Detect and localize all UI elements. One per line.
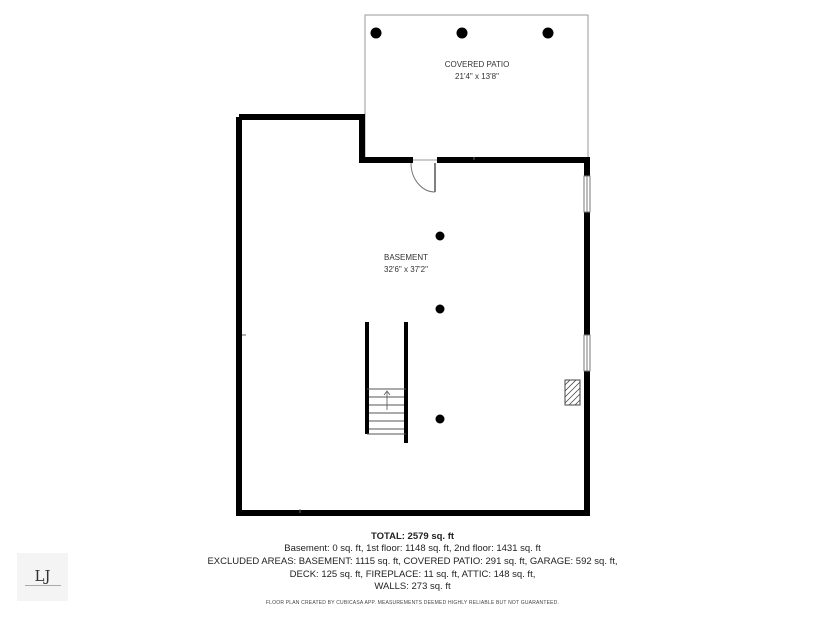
monogram-logo-icon: LJ (17, 553, 68, 601)
excluded-areas: EXCLUDED AREAS: BASEMENT: 1115 sq. ft, C… (207, 556, 618, 567)
disclaimer: FLOOR PLAN CREATED BY CUBICASA APP. MEAS… (265, 600, 560, 606)
total-area: TOTAL: 2579 sq. ft (370, 531, 455, 542)
basement-dimensions: 32'6" x 37'2" (384, 265, 428, 274)
window (583, 175, 591, 213)
floor-plan (236, 14, 591, 516)
logo-monogram: LJ (34, 567, 51, 585)
walls-area: WALLS: 273 sq. ft (374, 581, 451, 592)
covered-patio-dimensions: 21'4" x 13'8" (455, 72, 499, 81)
staircase (365, 322, 408, 443)
door (410, 159, 437, 193)
excluded-areas-continued: DECK: 125 sq. ft, FIREPLACE: 11 sq. ft, … (289, 569, 536, 580)
covered-patio-label: COVERED PATIO 21'4" x 13'8" (445, 59, 510, 83)
logo-divider (24, 585, 61, 586)
patio-post (456, 27, 468, 39)
basement-label: BASEMENT 32'6" x 37'2" (384, 252, 428, 276)
basement-wall (239, 114, 413, 163)
covered-patio-name: COVERED PATIO (444, 60, 510, 69)
basement-wall (236, 117, 590, 516)
patio-post (370, 27, 382, 39)
basement-wall (437, 157, 590, 176)
covered-patio-outline (364, 14, 589, 161)
support-column (435, 414, 445, 424)
basement-name: BASEMENT (383, 253, 429, 262)
support-column (435, 231, 445, 241)
support-column (435, 304, 445, 314)
patio-post (542, 27, 554, 39)
area-breakdown: Basement: 0 sq. ft, 1st floor: 1148 sq. … (284, 543, 541, 554)
window (583, 334, 591, 372)
fireplace-icon (564, 379, 581, 406)
